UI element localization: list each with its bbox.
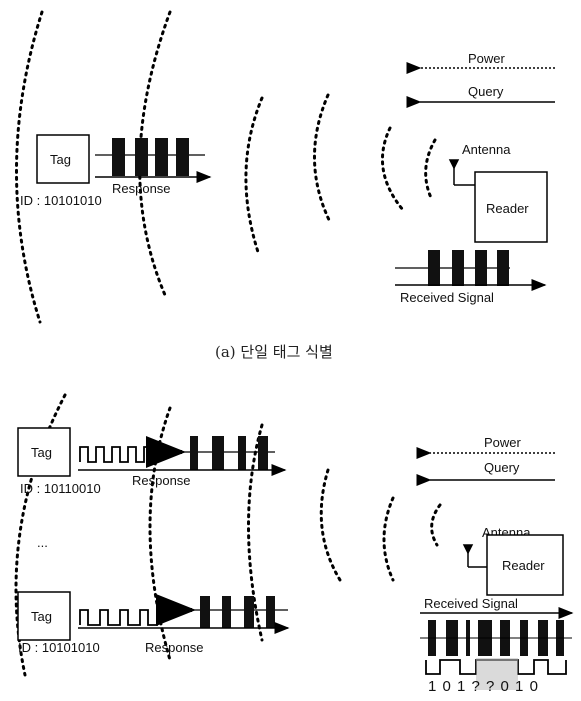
wave-front [15,10,44,324]
tag-box [36,134,90,184]
tag-box-2 [17,591,71,641]
received-bursts [428,250,509,286]
wave-front [313,93,332,224]
tag-label: Tag [50,152,71,167]
query-label: Query [468,84,504,99]
received-label: Received Signal [424,596,518,611]
wave-front [247,423,264,642]
ellipsis: ... [37,535,48,550]
wave-front [380,126,405,212]
reader-label: Reader [486,201,529,216]
power-label: Power [484,435,522,450]
panel-a: Power Query Antenna Reader Tag ID : 1010… [15,10,555,361]
wave-front [244,96,264,254]
response-bursts [112,138,189,176]
wave-front [424,138,437,202]
response-label-1: Response [132,473,191,488]
antenna-icon [448,159,475,186]
response-label-2: Response [145,640,204,655]
response-bursts-1 [190,436,268,470]
received-label: Received Signal [400,290,494,305]
wave-front [148,406,172,662]
reader-box [474,171,548,243]
tag1-label: Tag [31,445,52,460]
caption-a: (a) 단일 태그 식별 [215,343,333,361]
antenna-icon [462,544,487,568]
tag2-id: ID : 10101010 [18,640,100,655]
tag2-label: Tag [31,609,52,624]
tag-box-1 [17,427,71,477]
response-bursts-2 [200,596,275,628]
query-label: Query [484,460,520,475]
tag-id: ID : 10101010 [20,193,102,208]
square-wave-1 [79,446,158,463]
wave-front [430,503,442,547]
tag1-id: ID : 10110010 [20,481,101,496]
decoded-bits: 1 0 1 ? ? 0 1 0 [428,678,539,695]
reader-label: Reader [502,558,545,573]
panel-b: Power Query Antenna Reader Tag ID : 1011… [14,393,574,695]
power-label: Power [468,51,506,66]
antenna-label: Antenna [462,142,511,157]
collision-region [476,658,518,690]
wave-fronts-b [14,393,442,677]
square-wave-2 [79,609,158,626]
response-label: Response [112,181,171,196]
wave-front [319,468,342,582]
wave-front [382,496,395,582]
reader-box [486,534,564,596]
